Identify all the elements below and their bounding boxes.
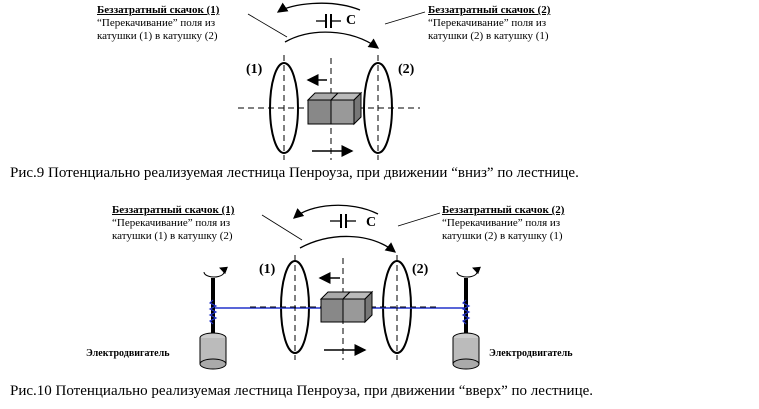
fig9-left-label-line2: катушки (1) в катушку (2) [97, 30, 218, 42]
fig9-diagram [238, 2, 426, 160]
fig9-right-label-line2: катушки (2) в катушку (1) [428, 30, 549, 42]
fig10-motor-right-label: Электродвигатель [489, 348, 573, 359]
fig10-right-leader [397, 212, 441, 227]
fig9-top-arc-arrow [276, 2, 361, 13]
fig9-capacitor-label: C [346, 13, 357, 28]
fig9-coil1-label: (1) [246, 62, 263, 77]
fig10-left-label-title: Беззатратный скачок (1) [112, 204, 235, 216]
fig10-left-label-line2: катушки (1) в катушку (2) [112, 230, 233, 242]
fig10-right-label-line1: “Перекачивание” поля из [442, 217, 561, 229]
fig9-right-label: Беззатратный скачок (2) “Перекачивание” … [428, 4, 550, 43]
fig9-right-leader [384, 11, 426, 25]
fig9-left-label-line1: “Перекачивание” поля из [97, 17, 216, 29]
fig10-caption: Рис.10 Потенциально реализуемая лестница… [10, 383, 594, 399]
fig10-coil1-label: (1) [259, 262, 276, 277]
fig9-coil2-label: (2) [398, 62, 415, 77]
fig10-bottom-arc-arrow [299, 235, 397, 253]
fig10-capacitor-label: C [366, 215, 377, 230]
fig9-caption: Рис.9 Потенциально реализуемая лестница … [10, 165, 579, 181]
fig9-left-leader [247, 13, 288, 38]
fig10-capacitor-symbol [330, 214, 356, 228]
fig10-right-label: Беззатратный скачок (2) “Перекачивание” … [442, 204, 564, 243]
fig9-capacitor-symbol [316, 14, 341, 28]
fig9-bottom-arc-arrow [284, 31, 380, 49]
fig10-left-label-line1: “Перекачивание” поля из [112, 217, 231, 229]
fig10-motor-left-label: Электродвигатель [86, 348, 170, 359]
fig10-motor-right [452, 266, 481, 370]
fig10-left-leader [261, 214, 303, 241]
fig9-right-label-line1: “Перекачивание” поля из [428, 17, 547, 29]
fig10-left-label: Беззатратный скачок (1) “Перекачивание” … [112, 204, 234, 243]
fig10-motor-left [199, 266, 228, 370]
fig9-magnet [306, 91, 363, 126]
fig10-magnet [319, 290, 374, 324]
fig9-right-label-title: Беззатратный скачок (2) [428, 4, 551, 16]
fig10-coil2-label: (2) [412, 262, 429, 277]
fig9-left-label: Беззатратный скачок (1) “Перекачивание” … [97, 4, 219, 43]
fig10-right-label-title: Беззатратный скачок (2) [442, 204, 565, 216]
fig10-top-arc-arrow [293, 204, 379, 219]
fig9-left-label-title: Беззатратный скачок (1) [97, 4, 220, 16]
fig10-diagram [199, 204, 481, 370]
fig10-right-label-line2: катушки (2) в катушку (1) [442, 230, 563, 242]
